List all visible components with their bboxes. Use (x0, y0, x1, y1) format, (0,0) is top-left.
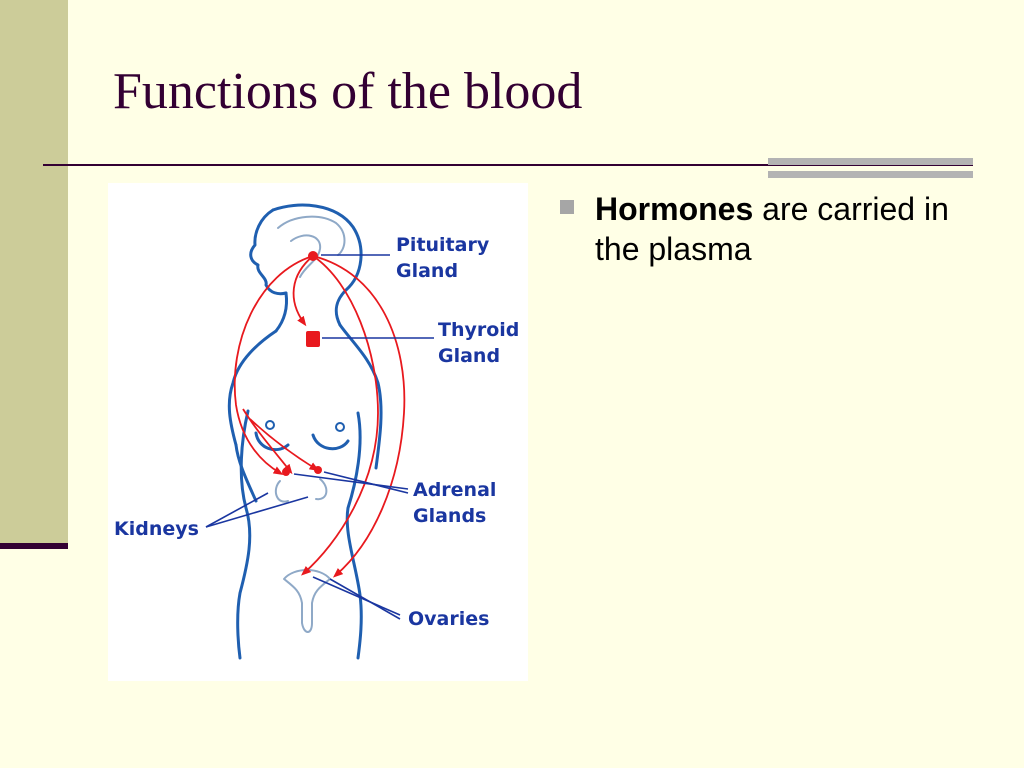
label-ovaries: Ovaries (408, 608, 489, 630)
bullet-rest: are carried in the plasma (595, 191, 949, 267)
gland-markers (282, 251, 322, 476)
bullet-bold-term: Hormones (595, 191, 754, 227)
slide-title: Functions of the blood (113, 63, 583, 120)
body-outline (227, 203, 383, 660)
thyroid-marker (306, 331, 320, 347)
label-pituitary-line1: Pituitary (396, 234, 490, 256)
label-adrenal-line2: Glands (413, 505, 486, 527)
endocrine-diagram: Pituitary Gland Thyroid Gland Adrenal Gl… (108, 183, 528, 681)
label-thyroid-line2: Gland (438, 345, 500, 367)
bullet-item: Hormones are carried in the plasma (560, 189, 960, 269)
bullet-text: Hormones are carried in the plasma (595, 189, 955, 269)
square-bullet-icon (560, 200, 574, 214)
title-underline-accent (768, 158, 973, 178)
adrenal-right-marker (314, 466, 322, 474)
pituitary-marker (308, 251, 318, 261)
label-leader-lines (205, 254, 434, 620)
adrenal-left-marker (282, 468, 290, 476)
label-pituitary-line2: Gland (396, 260, 458, 282)
label-kidneys: Kidneys (114, 518, 199, 540)
label-adrenal-line1: Adrenal (413, 479, 496, 501)
hormone-arrows (233, 255, 406, 578)
left-accent-band-base (0, 543, 68, 549)
left-accent-band (0, 0, 68, 543)
label-thyroid-line1: Thyroid (438, 319, 519, 341)
title-underline (43, 164, 973, 166)
